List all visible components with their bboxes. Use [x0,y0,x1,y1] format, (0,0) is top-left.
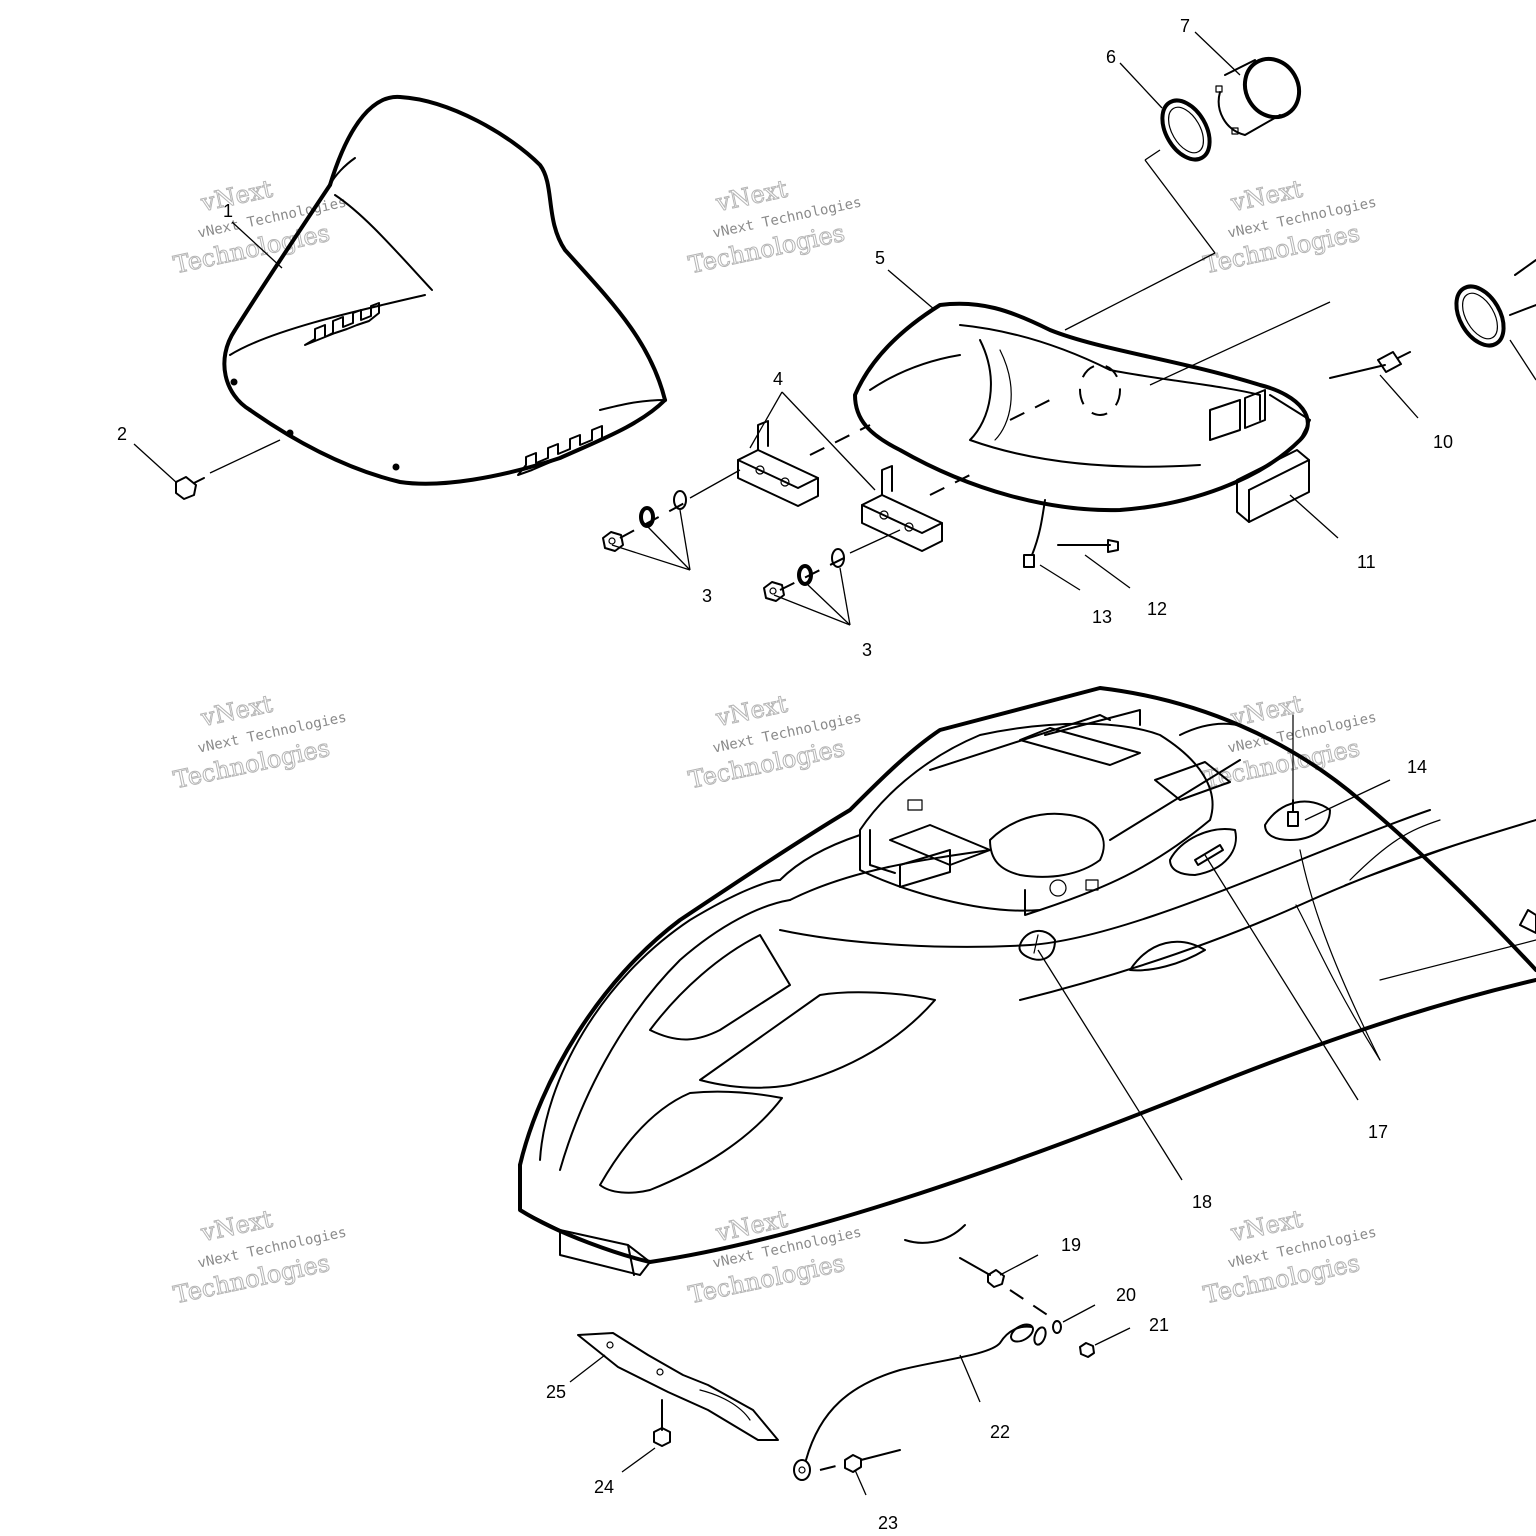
callout-19: 19 [1061,1235,1081,1255]
hood [518,686,1536,1276]
watermark: vNext vNext Technologies Technologies [1201,689,1378,795]
gauge-bezel-ring-right [1454,259,1536,381]
wire-connector [1023,499,1081,591]
callout-20: 20 [1116,1285,1136,1305]
cable-bolt [959,1254,1056,1321]
callout-12: 12 [1147,599,1167,619]
mounting-bracket-left [737,420,819,507]
callout-24: 24 [594,1477,614,1497]
watermark: vNext vNext Technologies Technologies [686,1204,863,1310]
nut-washer-set-right [763,529,901,602]
gauge [1215,56,1302,136]
dash-console [853,252,1331,513]
watermark: vNext vNext Technologies Technologies [171,1204,348,1310]
callout-leaders [133,31,1391,1181]
callout-4: 4 [773,369,783,389]
callout-2: 2 [117,424,127,444]
screw [1057,539,1131,589]
watermark: vNext vNext Technologies Technologies [686,689,863,795]
callout-17: 17 [1368,1122,1388,1142]
callout-14: 14 [1407,757,1427,777]
watermark: vNext vNext Technologies Technologies [171,174,348,280]
switch [1329,351,1419,419]
callout-13: 13 [1092,607,1112,627]
tether-screw [819,1449,901,1496]
windshield-screw [175,439,281,500]
callout-22: 22 [990,1422,1010,1442]
windshield [222,94,667,486]
callout-11: 11 [1357,552,1376,572]
skid-plate-screw [621,1399,671,1473]
watermark-group: vNext vNext Technologies Technologies vN… [171,174,1378,1310]
callout-18: 18 [1192,1192,1212,1212]
callout-10: 10 [1433,432,1453,452]
nut-washer-set-left [602,469,741,552]
watermark: vNext vNext Technologies Technologies [1201,1204,1378,1310]
callout-25: 25 [546,1382,566,1402]
nut [1079,1327,1131,1358]
gauge-bezel-ring [1144,98,1216,254]
watermark: vNext vNext Technologies Technologies [1201,174,1378,280]
watermark: vNext vNext Technologies Technologies [171,689,348,795]
skid-plate [569,1332,779,1441]
mounting-bracket-right [861,465,943,552]
callout-7: 7 [1180,16,1190,36]
foam-pad [1236,449,1339,539]
callout-5: 5 [875,248,885,268]
tether-cable [793,1323,1047,1481]
callout-3: 3 [702,586,712,606]
callout-1: 1 [223,201,233,221]
callout-3: 3 [862,640,872,660]
callout-21: 21 [1149,1315,1169,1335]
callout-6: 6 [1106,47,1116,67]
callout-23: 23 [878,1513,898,1533]
watermark: vNext vNext Technologies Technologies [686,174,863,280]
washer [1052,1304,1096,1334]
callout-labels: 1 2 3 3 4 5 6 7 10 11 12 13 14 17 18 19 … [117,16,1453,1533]
